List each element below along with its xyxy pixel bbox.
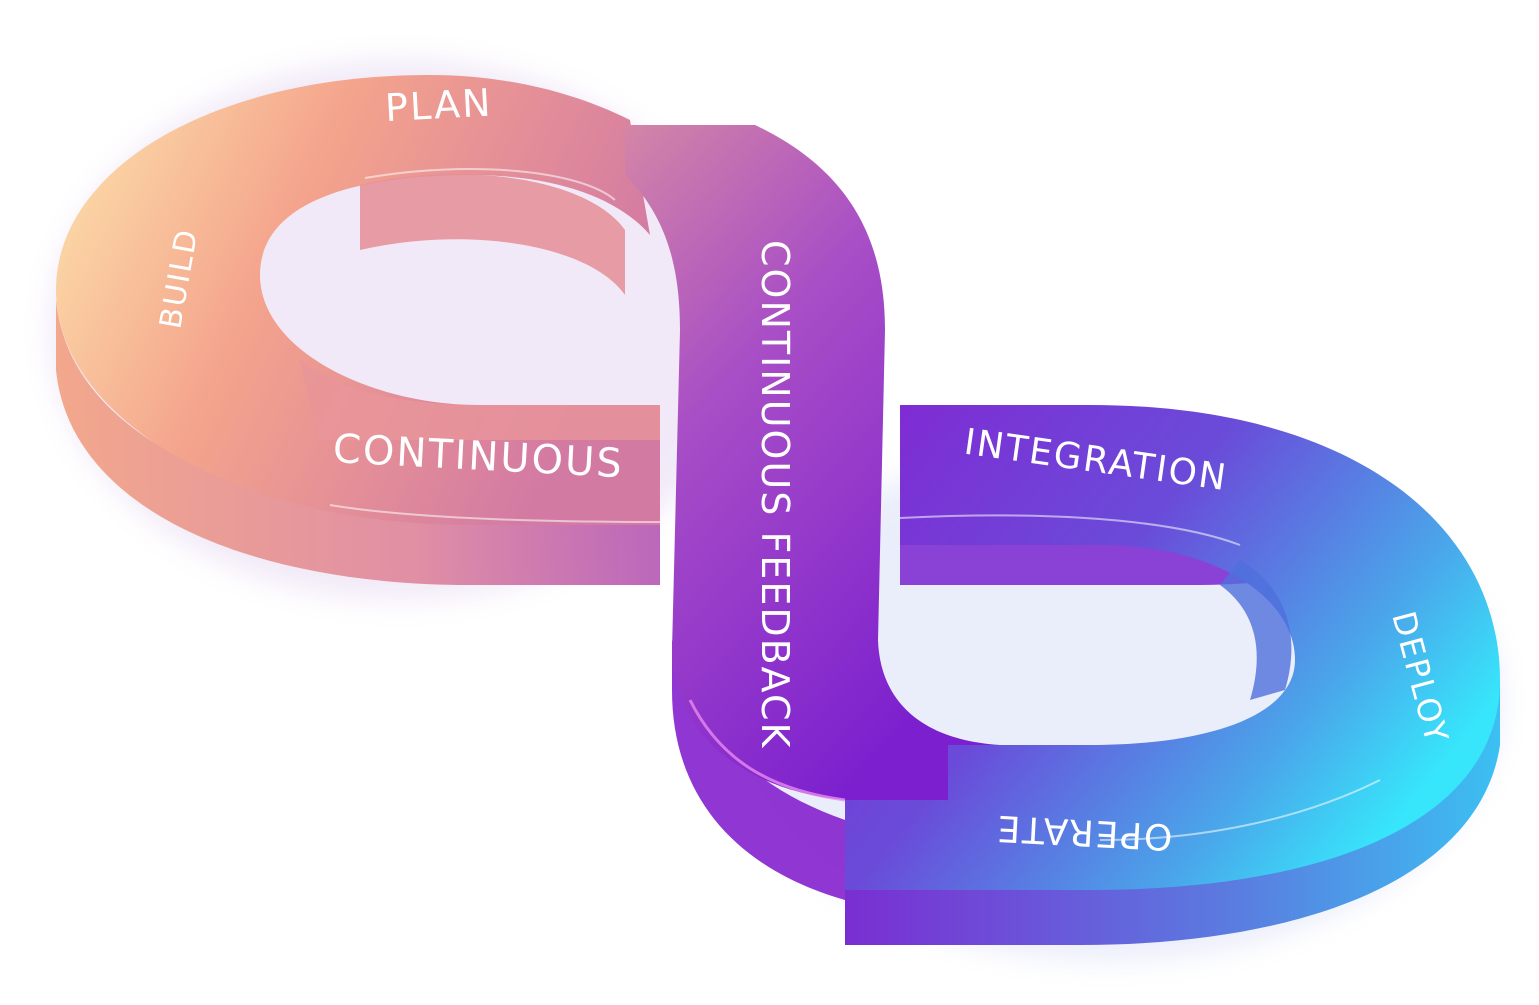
feedback-band-top bbox=[625, 125, 1000, 800]
feedback-band-highlight bbox=[688, 699, 846, 802]
right-loop bbox=[845, 405, 1500, 945]
label-continuous-feedback: CONTINUOUS FEEDBACK bbox=[753, 240, 797, 749]
left-hole-wall-lower bbox=[300, 360, 660, 440]
feedback-band-side bbox=[672, 640, 845, 900]
left-hole-wall bbox=[360, 174, 625, 295]
left-loop bbox=[56, 75, 660, 585]
left-loop-side bbox=[56, 300, 660, 585]
feedback-band bbox=[625, 125, 1000, 900]
right-loop-side bbox=[845, 680, 1500, 945]
rim-highlights bbox=[329, 168, 1381, 841]
label-operate: OPERATE bbox=[995, 807, 1174, 857]
right-loop-top bbox=[845, 405, 1500, 890]
label-plan: PLAN bbox=[384, 81, 494, 131]
right-hole-wall bbox=[1220, 560, 1292, 700]
